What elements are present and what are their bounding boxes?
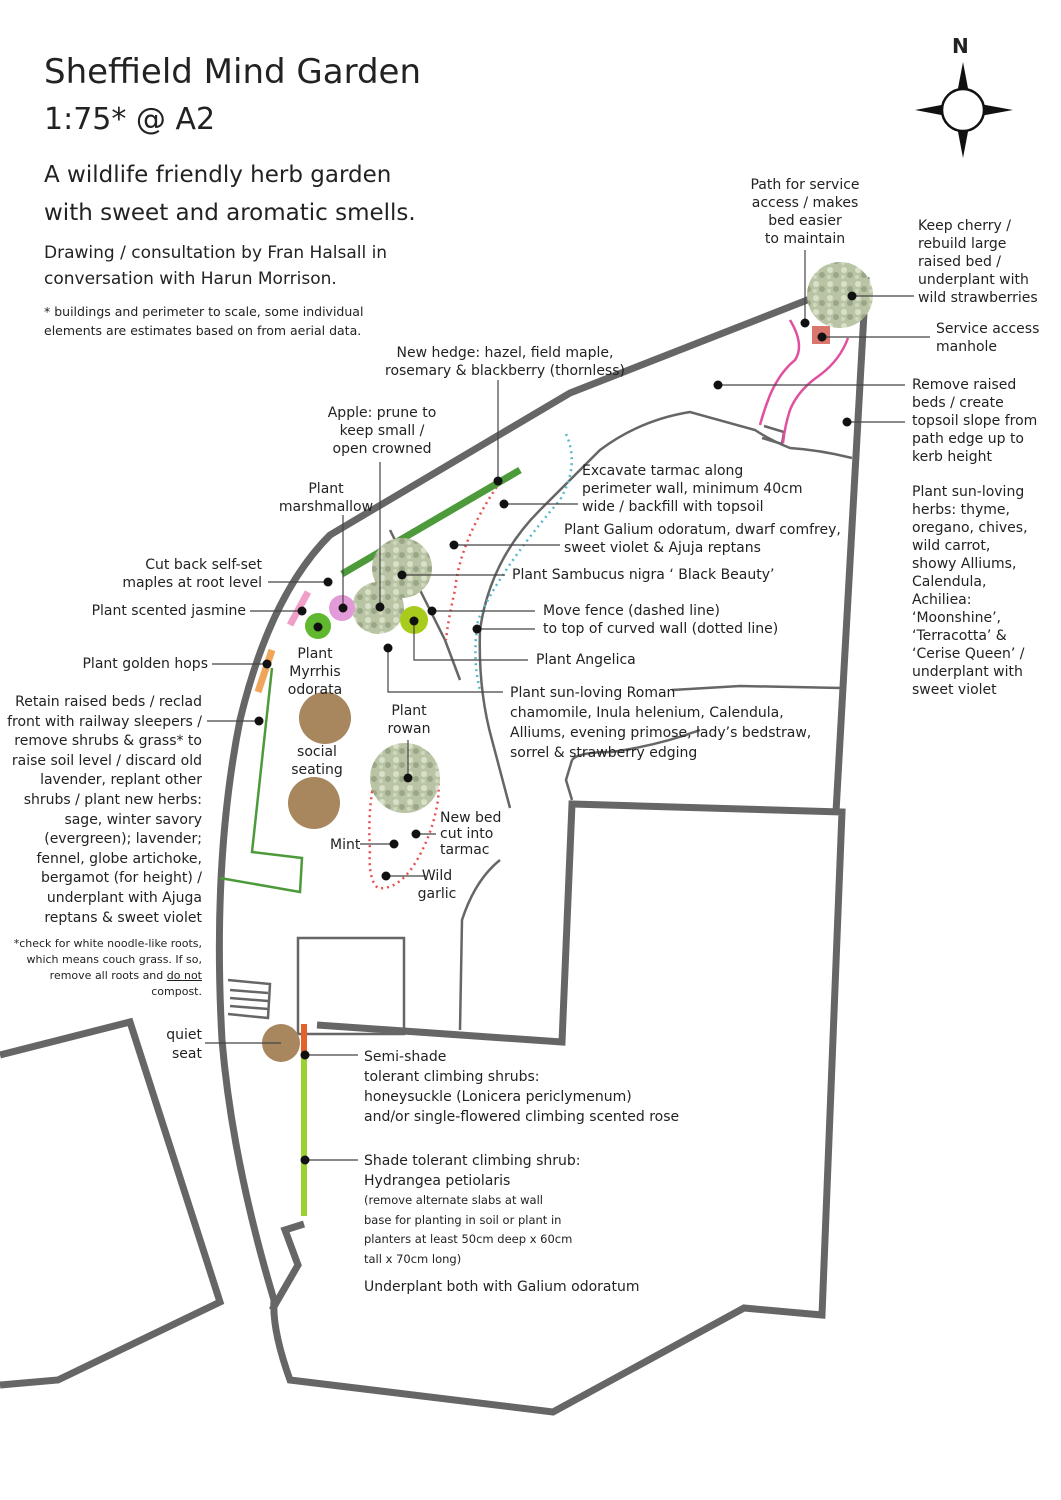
label-semi-shade: Semi-shade tolerant climbing shrubs: hon…: [364, 1049, 680, 1125]
label-myrrhis: Plant Myrrhis odorata: [287, 646, 343, 698]
dot-move-fence: [427, 606, 437, 616]
dot-rowan: [403, 773, 413, 783]
curved-wall-upper: [478, 410, 853, 809]
dot-myrrhis: [313, 622, 323, 632]
label-sambucus: Plant Sambucus nigra ‘ Black Beauty’: [512, 567, 775, 583]
curved-wall-dotted: [474, 433, 573, 691]
label-shade-tolerant: Shade tolerant climbing shrub: Hydrangea…: [364, 1153, 581, 1189]
dot-hops: [262, 659, 272, 669]
couch-note-text: *check for white noodle-like roots, whic…: [13, 937, 202, 982]
wall-lower-left-building: [0, 1017, 225, 1389]
label-new-hedge: New hedge: hazel, field maple, rosemary …: [385, 345, 625, 379]
dot-topsoil: [842, 417, 852, 427]
page-subtitle: A wildlife friendly herb garden with swe…: [44, 162, 416, 226]
couch-note-end: compost.: [151, 985, 202, 998]
social-seating-2: [288, 777, 340, 829]
label-sun-herbs: Plant sun-loving herbs: thyme, oregano, …: [912, 484, 1028, 698]
dot-mint: [389, 839, 399, 849]
cherry-tree: [807, 262, 873, 328]
dot-manhole: [817, 332, 827, 342]
dot-hedge: [493, 476, 503, 486]
scale-note: * buildings and perimeter to scale, some…: [44, 304, 364, 338]
label-underplant: Underplant both with Galium odoratum: [364, 1279, 640, 1295]
path-edge-tarmac: [458, 859, 501, 1031]
path-edge-lower: [571, 728, 701, 761]
label-social-seating: social seating: [291, 744, 343, 778]
label-angelica: Plant Angelica: [536, 652, 636, 668]
dot-jasmine: [297, 606, 307, 616]
dot-excavate: [499, 499, 509, 509]
label-move-fence: Move fence (dashed line) to top of curve…: [543, 603, 779, 637]
wall-right-edge: [832, 276, 870, 813]
dot-new-bed: [411, 829, 421, 839]
dot-angelica: [409, 616, 419, 626]
label-mint: Mint: [330, 837, 361, 853]
couch-note-emphasis: do not: [166, 969, 202, 982]
dot-retain: [254, 716, 264, 726]
leader-roman: [387, 648, 503, 693]
label-apple: Apple: prune to keep small / open crowne…: [327, 405, 437, 457]
label-wild-garlic: Wild garlic: [417, 868, 457, 902]
label-couch-note: *check for white noodle-like roots, whic…: [4, 936, 202, 1000]
shed: [296, 936, 406, 1036]
steps-bottom: [227, 978, 272, 1020]
dot-cut-back: [323, 577, 333, 587]
steps-lines: [229, 988, 269, 1011]
dot-remove-beds: [713, 380, 723, 390]
dot-roman: [383, 643, 393, 653]
dot-galium: [449, 540, 459, 550]
label-roman: Plant sun-loving Roman chamomile, Inula …: [510, 685, 812, 761]
wall-service-strip: [268, 1220, 306, 1312]
perimeter-wall: [215, 273, 868, 1416]
golden-hops-bed: [254, 648, 276, 694]
dot-dotted: [472, 624, 482, 634]
path-edge-corner: [564, 759, 574, 801]
label-cut-back: Cut back self-set maples at root level: [122, 557, 262, 591]
service-path-left: [758, 319, 801, 426]
label-jasmine: Plant scented jasmine: [91, 603, 246, 619]
raised-bed-outline: [219, 667, 304, 894]
credit-text: Drawing / consultation by Fran Halsall i…: [44, 243, 388, 289]
north-arrow-icon: [915, 62, 1013, 158]
dot-path-service: [800, 318, 810, 328]
label-retain-beds: Retain raised beds / reclad front with r…: [7, 694, 202, 926]
hedge: [340, 466, 522, 578]
label-rowan: Plant rowan: [387, 703, 431, 737]
north-label: N: [952, 34, 969, 58]
dot-marshmallow: [338, 603, 348, 613]
scale-label: 1:75* @ A2: [44, 102, 216, 137]
label-quiet-seat: quiet seat: [166, 1027, 202, 1062]
dot-wild-garlic: [381, 871, 391, 881]
service-path-right: [781, 337, 850, 444]
dot-cherry: [847, 291, 857, 301]
leader-angelica: [413, 621, 528, 661]
label-slabs-note: (remove alternate slabs at wall base for…: [364, 1193, 573, 1266]
label-excavate: Excavate tarmac along perimeter wall, mi…: [582, 463, 803, 515]
dot-apple: [375, 602, 385, 612]
page-title: Sheffield Mind Garden: [44, 52, 422, 92]
label-new-bed: New bed cut into tarmac: [440, 810, 502, 858]
dot-semi-shade: [300, 1050, 310, 1060]
label-marshmallow: Plant marshmallow: [278, 481, 374, 515]
label-keep-cherry: Keep cherry / rebuild large raised bed /…: [918, 218, 1038, 306]
label-service-manhole: Service access manhole: [936, 321, 1040, 355]
label-remove-beds: Remove raised beds / create topsoil slop…: [912, 377, 1038, 465]
dot-sambucus: [397, 570, 407, 580]
dot-shade: [300, 1155, 310, 1165]
sambucus-tree: [372, 538, 432, 598]
path-edge-right: [671, 684, 843, 692]
social-seating-1: [299, 692, 351, 744]
label-golden-hops: Plant golden hops: [82, 656, 208, 672]
label-galium: Plant Galium odoratum, dwarf comfrey, sw…: [564, 522, 841, 556]
label-path-service: Path for service access / makes bed easi…: [750, 177, 860, 247]
